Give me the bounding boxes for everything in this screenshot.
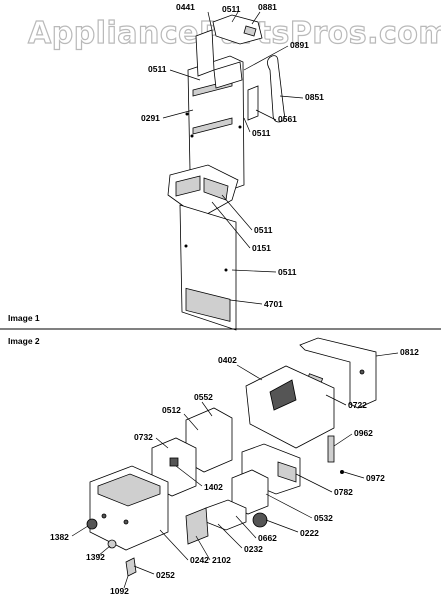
screw	[184, 244, 188, 248]
upright-0441	[195, 29, 215, 77]
module-face-0782	[277, 461, 297, 483]
bracket-hole	[359, 369, 365, 375]
knob-0222	[252, 512, 268, 528]
label-0511-c: 0511	[252, 128, 271, 138]
label-0561: 0561	[278, 114, 297, 124]
tube-0851	[267, 55, 285, 123]
label-0552: 0552	[194, 392, 213, 402]
label-0291: 0291	[141, 113, 160, 123]
label-0151: 0151	[252, 243, 271, 253]
label-0222: 0222	[300, 528, 319, 538]
rail-lower	[192, 117, 233, 135]
vent-grille-4701	[185, 287, 231, 322]
plate-2102	[185, 507, 209, 545]
label-0662: 0662	[258, 533, 277, 543]
label-1382: 1382	[50, 532, 69, 542]
switch-1402	[169, 457, 179, 467]
label-0891: 0891	[290, 40, 309, 50]
label-0532: 0532	[314, 513, 333, 523]
label-1402: 1402	[204, 482, 223, 492]
label-0851: 0851	[305, 92, 324, 102]
label-4701: 4701	[264, 299, 283, 309]
label-0232: 0232	[244, 544, 263, 554]
bracket-0962	[327, 435, 335, 463]
label-0511-b: 0511	[148, 64, 167, 74]
image-1-assembly: 0441 0511 0881 0891 0511 0851 0291 0561 …	[141, 2, 324, 331]
label-0511-a: 0511	[222, 4, 241, 14]
label-0972: 0972	[366, 473, 385, 483]
label-0441: 0441	[176, 2, 195, 12]
label-0242: 0242	[190, 555, 209, 565]
section-title-image-1: Image 1	[8, 313, 40, 323]
label-0732: 0732	[134, 432, 153, 442]
bracket-0812	[299, 337, 377, 409]
cover-0402	[245, 365, 335, 449]
grille-0242	[97, 473, 161, 507]
bracket-0561	[247, 85, 259, 121]
label-0812: 0812	[400, 347, 419, 357]
panel-hole	[123, 519, 129, 525]
label-0782: 0782	[334, 487, 353, 497]
label-0511-d: 0511	[254, 225, 273, 235]
screw	[238, 125, 242, 129]
label-0252: 0252	[156, 570, 175, 580]
image-2-assembly: 0402 0812 0722 0512 0552 0732 0962 1402 …	[50, 337, 419, 596]
label-0512: 0512	[162, 405, 181, 415]
label-1092: 1092	[110, 586, 129, 596]
label-0962: 0962	[354, 428, 373, 438]
screw-0972	[340, 470, 344, 474]
bracket-0891	[213, 61, 243, 89]
clip-0252	[125, 557, 137, 577]
section-title-image-2: Image 2	[8, 336, 40, 346]
bracket-0881	[212, 14, 263, 45]
screw	[224, 268, 228, 272]
label-0511-e: 0511	[278, 267, 297, 277]
label-1392: 1392	[86, 552, 105, 562]
cover-opening	[269, 379, 297, 411]
housing-slot-1	[175, 175, 201, 197]
knob-1382	[86, 518, 98, 530]
screw	[185, 112, 189, 116]
label-2102: 2102	[212, 555, 231, 565]
clip-0881	[243, 25, 257, 37]
panel-hole	[101, 513, 107, 519]
housing-0151	[167, 164, 239, 219]
screw	[190, 134, 194, 138]
label-0722: 0722	[348, 400, 367, 410]
label-0881: 0881	[258, 2, 277, 12]
label-0402: 0402	[218, 355, 237, 365]
